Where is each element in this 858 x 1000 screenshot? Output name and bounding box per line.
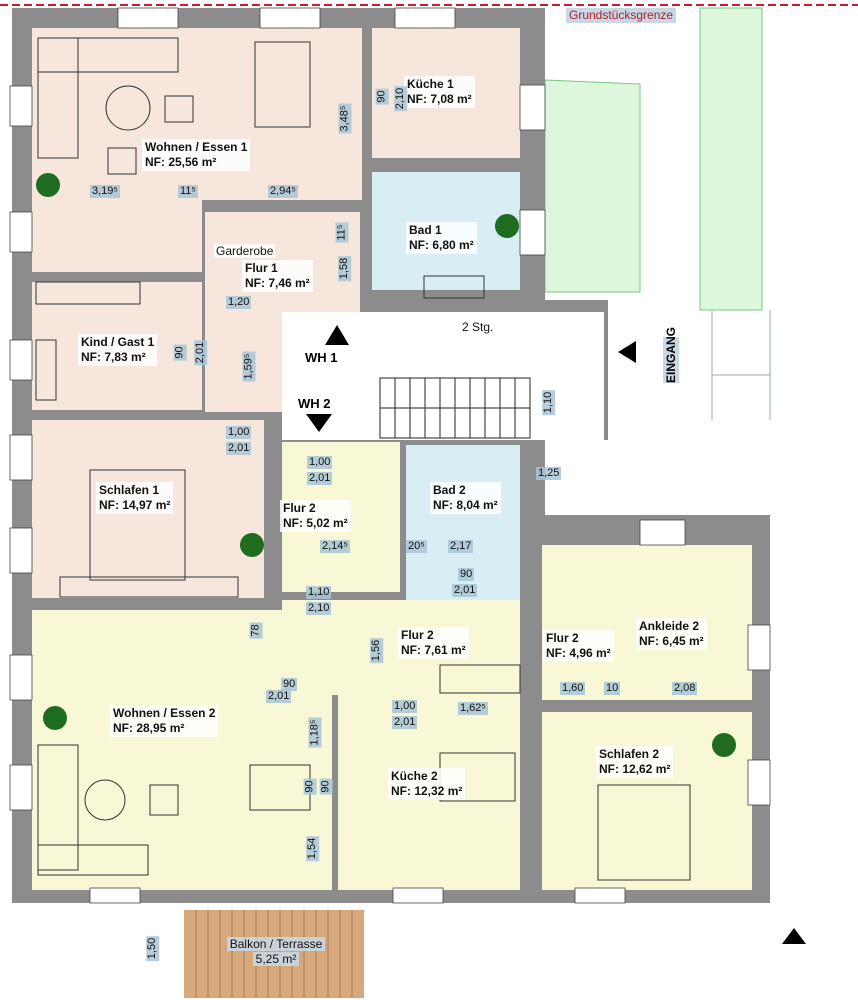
dimension-tag: 2,01 (392, 716, 418, 729)
dimension-tag: 20⁵ (406, 540, 427, 553)
wardrobe-label: Garderobe (214, 244, 276, 258)
windows (9, 7, 771, 904)
dimension-tag: 1,56 (370, 637, 384, 664)
dimension-tag: 90 (173, 344, 187, 361)
unit-marker-2: WH 2 (298, 396, 331, 411)
room-fill-flur-2-east (542, 545, 630, 700)
dimension-tag: 1,18⁵ (308, 717, 322, 748)
dimension-tag: 2,17 (448, 540, 474, 553)
dimension-tag: 90 (319, 778, 333, 795)
dimension-tag: 2,01 (452, 584, 478, 597)
stairwell (282, 312, 604, 440)
dimension-tag: 2,01 (307, 472, 333, 485)
garden-strip-left (544, 79, 641, 293)
dimension-tag: 90 (281, 678, 298, 691)
entrance-label: EINGANG (663, 326, 679, 383)
dimension-tag: 1,10 (542, 389, 556, 416)
dimension-tag: 90 (375, 88, 389, 105)
dimension-tag: 2,94⁵ (268, 185, 298, 198)
dimension-tag: 2,01 (266, 690, 292, 703)
dimension-tag: 2,10 (306, 602, 332, 615)
room-fill-wohnen-1-lower (32, 200, 202, 272)
dimension-tag: 1,62⁵ (458, 702, 488, 715)
dimension-tag: 11⁵ (335, 222, 349, 243)
dimension-tag: 2,01 (226, 442, 252, 455)
dimension-tag: 11⁵ (178, 185, 198, 198)
room-fill-wohnen-2 (32, 610, 332, 890)
dimension-tag: 1,10 (306, 586, 332, 599)
ground-arrow (782, 928, 806, 944)
dimension-tag: 1,54 (306, 835, 320, 862)
dimension-tag: 1,00 (307, 456, 333, 469)
dimension-tag: 1,58 (338, 255, 352, 282)
entrance-arrow (618, 341, 636, 363)
garden-strip-right (699, 7, 763, 311)
plant-icons (36, 173, 736, 757)
dimension-tag: 1,25 (536, 467, 562, 480)
unit-marker-1: WH 1 (305, 350, 338, 365)
stairs-label: 2 Stg. (460, 320, 496, 334)
dimension-tag: 1,00 (392, 700, 418, 713)
dimension-tag: 1,20 (226, 296, 252, 309)
dimension-tag: 1,59⁵ (242, 351, 256, 382)
wh1-arrow (325, 325, 349, 345)
dimension-tag: 1,60 (560, 682, 586, 695)
wh2-arrow (306, 414, 332, 432)
dimension-tag: 1,50 (146, 935, 160, 962)
dimension-tag: 1,00 (226, 426, 252, 439)
dimension-tag: 90 (458, 568, 475, 581)
dimension-tag: 2,10 (394, 85, 408, 112)
dimension-tag: 3,48⁵ (338, 103, 352, 134)
dimension-tag: 2,08 (672, 682, 698, 695)
room-fill-wohnen-1 (32, 28, 362, 200)
dimension-tag: 10 (604, 682, 621, 695)
dimension-tag: 2,01 (194, 339, 208, 366)
dimension-tag: 3,19⁵ (90, 185, 120, 198)
dimension-tag: 78 (249, 622, 263, 639)
dimension-tag: 2,14⁵ (320, 540, 350, 553)
dimension-tag: 90 (303, 778, 317, 795)
plot-boundary-label: Grundstücksgrenze (566, 8, 677, 23)
